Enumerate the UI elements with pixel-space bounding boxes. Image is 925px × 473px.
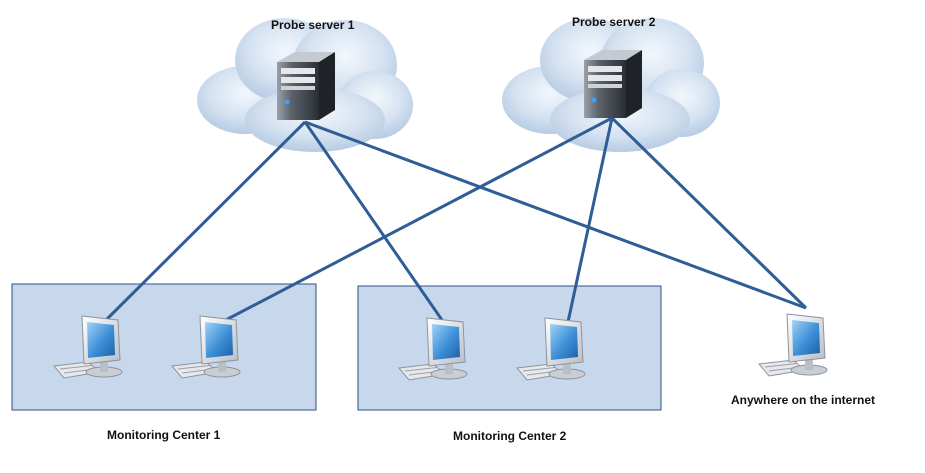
monitoring-center-2-label: Monitoring Center 2 — [453, 429, 567, 443]
probe-server-1-label: Probe server 1 — [271, 18, 355, 32]
link-probe-1-pc-1a — [102, 120, 307, 324]
links-layer — [102, 116, 808, 324]
probe-server-2-label: Probe server 2 — [572, 15, 656, 29]
computer-icon — [171, 315, 241, 379]
server-icon — [277, 52, 335, 120]
computer-icon — [516, 317, 586, 381]
computer-icon — [398, 317, 468, 381]
server-icon — [584, 50, 642, 118]
internet-label: Anywhere on the internet — [731, 393, 876, 407]
link-probe-2-pc-2b — [566, 117, 614, 323]
monitoring-center-2-zone — [357, 285, 662, 411]
link-probe-1-pc-internet — [304, 120, 807, 310]
computer-icon — [53, 315, 123, 379]
monitoring-center-1-label: Monitoring Center 1 — [107, 428, 221, 442]
devices-layer — [53, 50, 828, 381]
link-probe-1-pc-2a — [303, 121, 444, 321]
computer-icon — [758, 313, 828, 377]
monitoring-center-1-zone — [11, 283, 317, 411]
link-probe-2-pc-1b — [221, 116, 613, 324]
link-probe-2-pc-internet — [610, 116, 808, 310]
